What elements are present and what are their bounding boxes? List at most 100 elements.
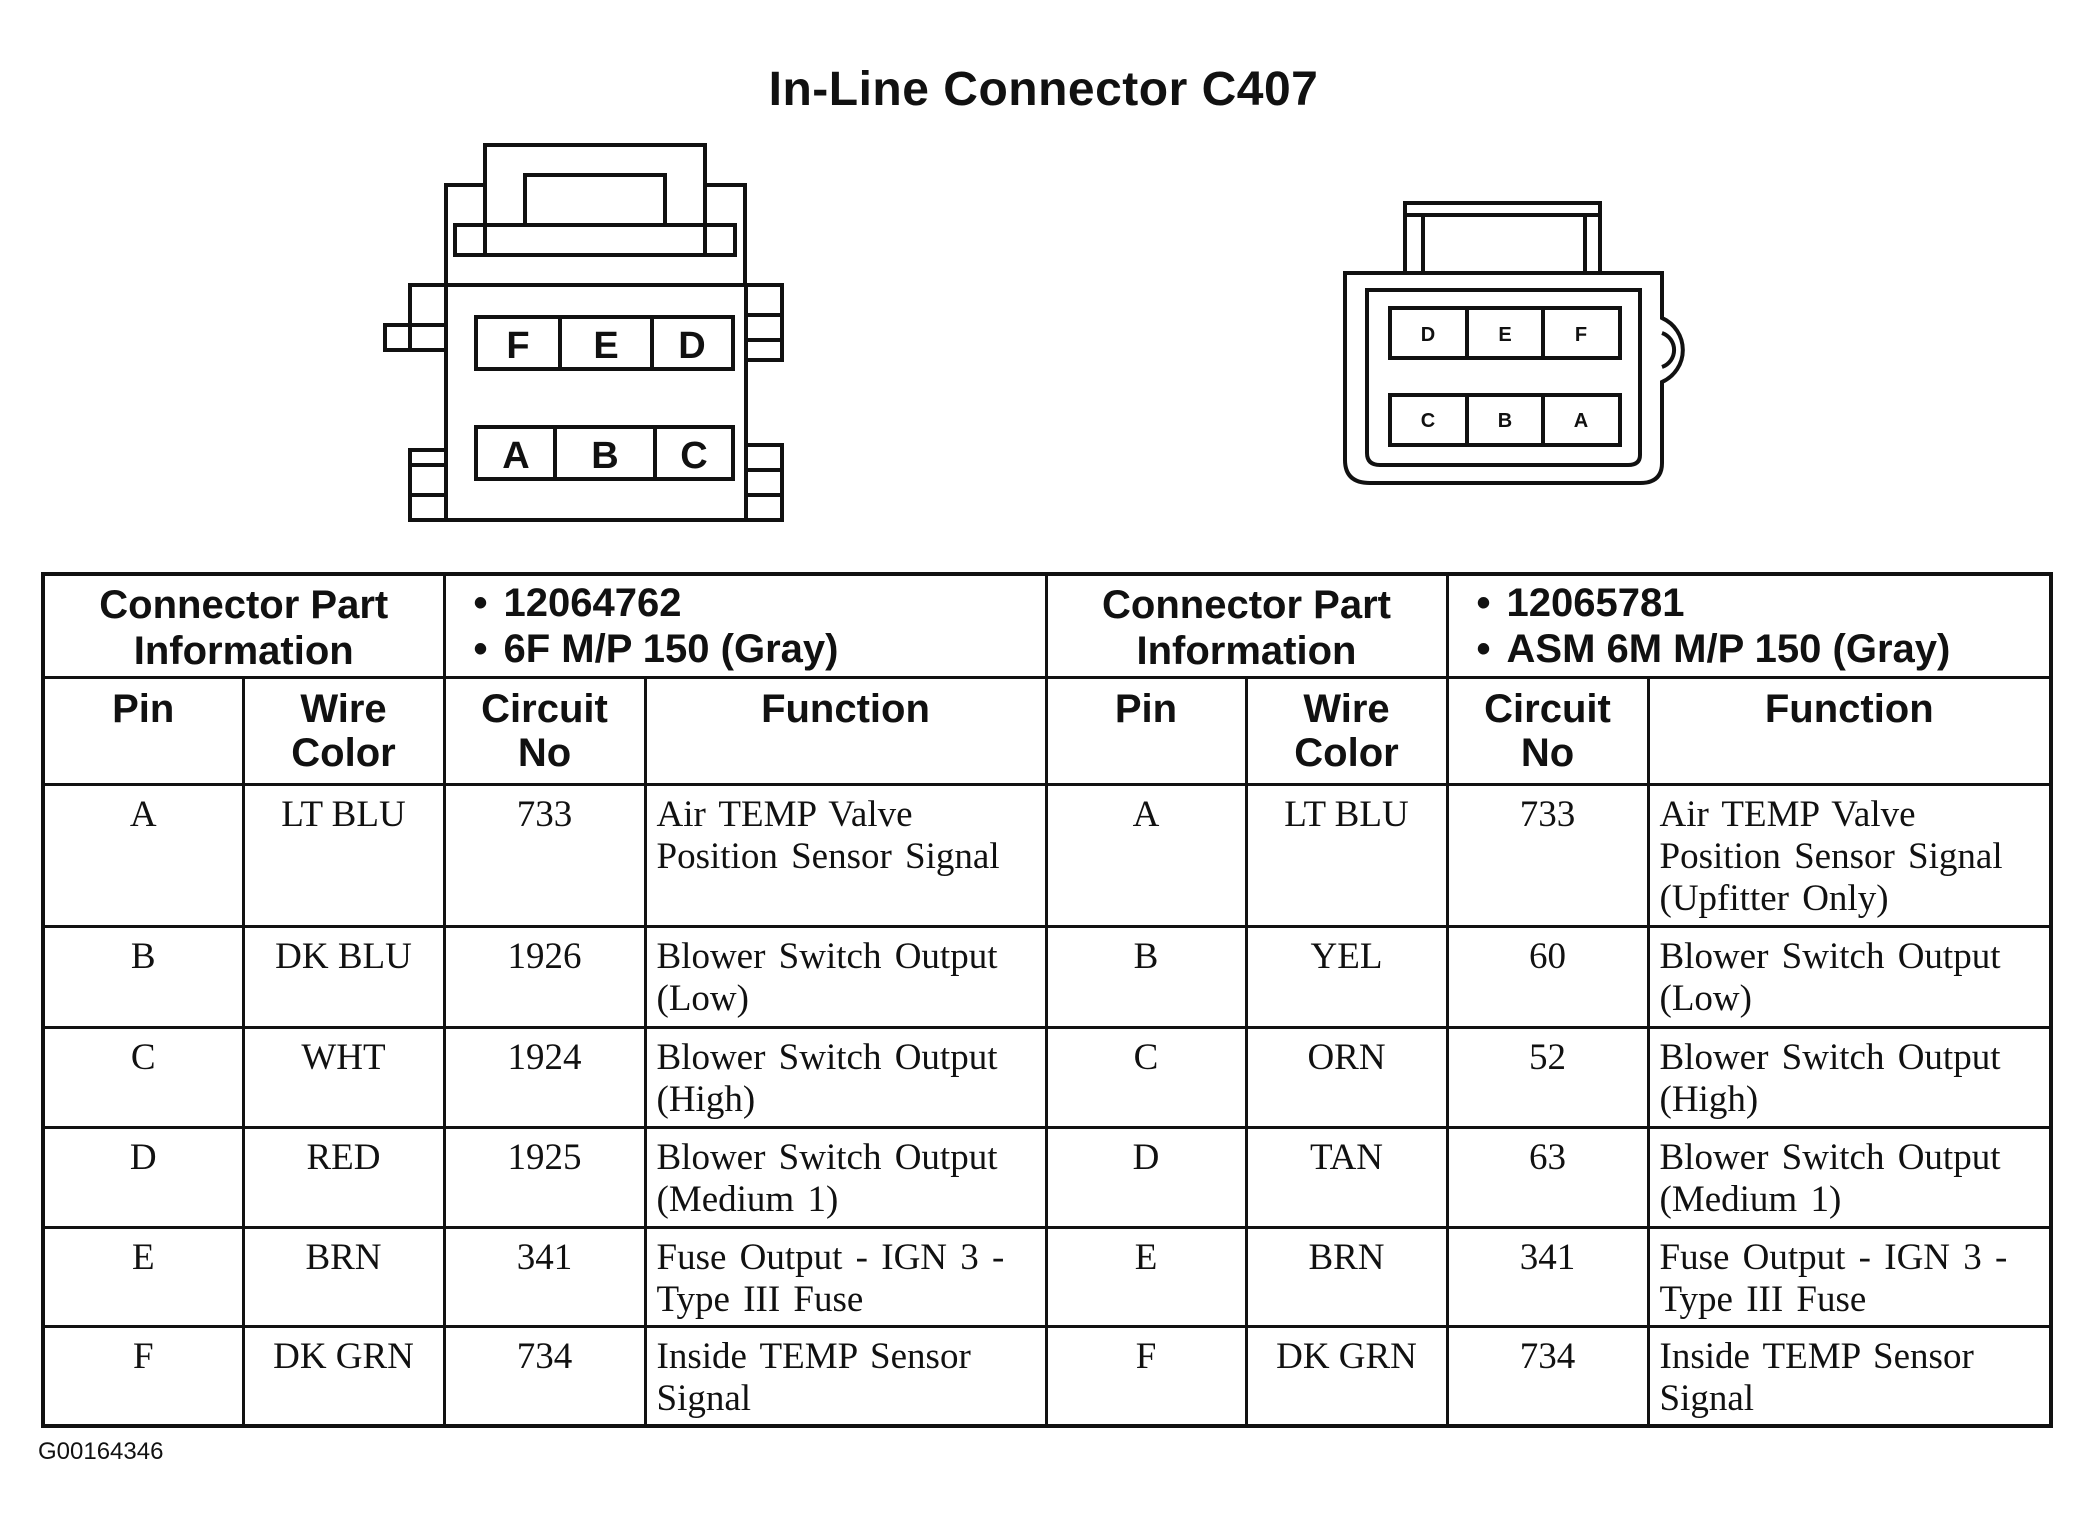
function-line: Blower Switch Output <box>1659 1036 2001 1078</box>
function-line: Air TEMP Valve <box>1659 793 1916 835</box>
function-cell: Blower Switch Output(High) <box>643 1025 1048 1129</box>
circuit-no-cell: 1926 <box>442 924 647 1029</box>
wire-color-cell: RED <box>241 1125 446 1229</box>
circuit-no-cell: 341 <box>442 1225 647 1328</box>
pin-cell: A <box>41 782 245 928</box>
pin-cell: C <box>1044 1025 1248 1129</box>
function-header: Function <box>1646 675 2053 786</box>
function-line: (Low) <box>1659 977 1752 1019</box>
pin-cell: B <box>1044 924 1248 1029</box>
function-cell: Blower Switch Output(Medium 1) <box>643 1125 1048 1229</box>
function-line: Signal <box>656 1377 752 1419</box>
circuit-no-cell: 60 <box>1445 924 1650 1029</box>
pin-cell: C <box>41 1025 245 1129</box>
wire-color-cell: WHT <box>241 1025 446 1129</box>
function-line: Blower Switch Output <box>656 935 998 977</box>
right-part-info: 12065781 ASM 6M M/P 150 (Gray) <box>1445 572 2053 679</box>
function-cell: Fuse Output - IGN 3 -Type III Fuse <box>1646 1225 2053 1328</box>
part-info-label-left: Connector Part Information <box>41 572 446 679</box>
left-part-number: 12064762 <box>474 580 1045 626</box>
pin-cell: F <box>41 1324 245 1428</box>
function-line: Position Sensor Signal <box>656 835 1000 877</box>
right-cavity-label: A <box>1574 410 1588 432</box>
top-cavity-row <box>474 315 735 371</box>
right-part-description: ASM 6M M/P 150 (Gray) <box>1477 626 2050 672</box>
wire-color-cell: BRN <box>241 1225 446 1328</box>
circuit-no-cell: 1924 <box>442 1025 647 1129</box>
left-cavity-label: A <box>502 435 529 477</box>
latch-outer <box>444 143 747 285</box>
pin-cell: A <box>1044 782 1248 928</box>
wire-color-cell: DK GRN <box>241 1324 446 1428</box>
right-connector-drawing: D E F C B A <box>1343 201 1685 485</box>
circuit-no-cell: 734 <box>1445 1324 1650 1428</box>
function-line: Blower Switch Output <box>656 1036 998 1078</box>
function-line: (Low) <box>656 977 749 1019</box>
function-line: Position Sensor Signal <box>1659 835 2003 877</box>
part-info-label-right: Connector Part Information <box>1044 572 1449 679</box>
pin-cell: B <box>41 924 245 1029</box>
right-cavity-label: D <box>1421 324 1435 346</box>
function-line: Fuse Output - IGN 3 - <box>1659 1236 2008 1278</box>
right-part-number: 12065781 <box>1477 580 2050 626</box>
left-part-description: 6F M/P 150 (Gray) <box>474 626 1045 672</box>
part-info-row: Connector Part Information 12064762 6F M… <box>41 572 2053 679</box>
bottom-cavity-row <box>1388 393 1622 447</box>
function-cell: Blower Switch Output(High) <box>1646 1025 2053 1129</box>
pin-cell: D <box>41 1125 245 1229</box>
pin-cell: D <box>1044 1125 1248 1229</box>
wire-color-cell: LT BLU <box>241 782 446 928</box>
function-cell: Blower Switch Output(Medium 1) <box>1646 1125 2053 1229</box>
left-cavity-label: D <box>678 325 705 367</box>
function-line: (High) <box>1659 1078 1759 1120</box>
function-line: (Medium 1) <box>656 1178 839 1220</box>
function-line: (High) <box>656 1078 756 1120</box>
circuit-no-cell: 52 <box>1445 1025 1650 1129</box>
pin-header: Pin <box>1044 675 1248 786</box>
circuit-no-cell: 1925 <box>442 1125 647 1229</box>
pin-cell: E <box>41 1225 245 1328</box>
function-line: Blower Switch Output <box>656 1136 998 1178</box>
function-header: Function <box>643 675 1048 786</box>
wire-color-cell: TAN <box>1244 1125 1449 1229</box>
function-line: Type III Fuse <box>1659 1278 1867 1320</box>
pin-header: Pin <box>41 675 245 786</box>
function-cell: Blower Switch Output(Low) <box>643 924 1048 1029</box>
top-cavity-row <box>1388 306 1622 360</box>
function-line: (Medium 1) <box>1659 1178 1842 1220</box>
right-connector-body <box>1343 271 1685 485</box>
circuit-no-cell: 63 <box>1445 1125 1650 1229</box>
left-part-info: 12064762 6F M/P 150 (Gray) <box>442 572 1048 679</box>
wire-color-cell: BRN <box>1244 1225 1449 1328</box>
left-cavity-label: F <box>506 325 529 367</box>
left-cavity-label: C <box>680 435 707 477</box>
wire-color-cell: DK BLU <box>241 924 446 1029</box>
circuit-no-cell: 733 <box>442 782 647 928</box>
bottom-cavity-row <box>474 425 735 481</box>
wire-color-cell: YEL <box>1244 924 1449 1029</box>
function-line: Blower Switch Output <box>1659 1136 2001 1178</box>
right-cavity-label: C <box>1421 410 1435 432</box>
function-line: (Upfitter Only) <box>1659 877 1889 919</box>
left-connector-drawing: F E D A B C <box>383 143 784 522</box>
circuit-no-cell: 734 <box>442 1324 647 1428</box>
circuit-no-cell: 733 <box>1445 782 1650 928</box>
function-line: Inside TEMP Sensor <box>1659 1335 1974 1377</box>
function-line: Fuse Output - IGN 3 - <box>656 1236 1005 1278</box>
wire-color-cell: ORN <box>1244 1025 1449 1129</box>
function-cell: Fuse Output - IGN 3 -Type III Fuse <box>643 1225 1048 1328</box>
